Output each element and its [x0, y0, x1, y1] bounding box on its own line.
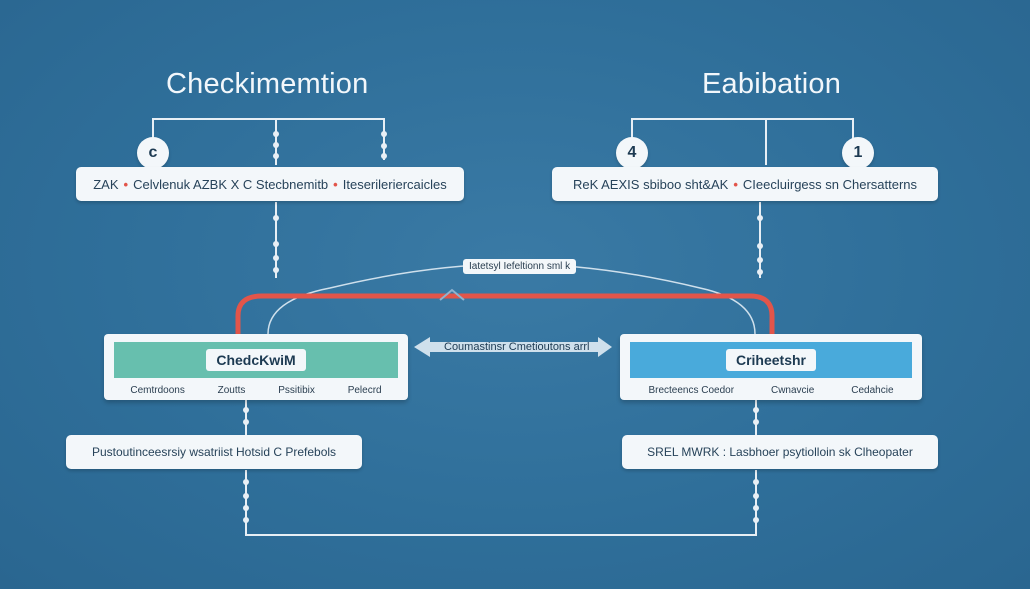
right-tab-3[interactable]: Cedahcie	[851, 384, 894, 396]
right-tab-2[interactable]: Cwnavcie	[770, 384, 815, 396]
bidirectional-label: Coumastinsr Cmetioutons arrl	[444, 341, 590, 353]
right-circle-node-2: 1	[842, 137, 874, 169]
right-title: Eabibation	[702, 68, 842, 100]
bullet-dot-red: •	[333, 176, 338, 192]
left-panel-header: ChedcKwiM	[114, 342, 398, 378]
left-panel: ChedcKwiM Cemtrdoons Zoutts Pssitibix Pe…	[104, 334, 408, 400]
right-panel-header: Criheetshr	[630, 342, 912, 378]
right-circle-node-1: 4	[616, 137, 648, 169]
left-title: Checkimemtion	[166, 68, 369, 100]
left-panel-title: ChedcKwiM	[206, 349, 306, 371]
right-tab-1[interactable]: Brecteencs Coedor	[648, 384, 735, 396]
bullet-dot: •	[123, 176, 129, 192]
right-panel-tabs: Brecteencs Coedor Cwnavcie Cedahcie	[630, 382, 912, 398]
left-top-part-1: ZAK	[93, 176, 119, 192]
right-bottom-pill: SREL MWRK : Lasbhoer psytiolloin sk Clhe…	[622, 435, 938, 469]
left-tab-3[interactable]: Pssitibix	[278, 384, 315, 396]
left-panel-tabs: Cemtrdoons Zoutts Pssitibix Pelecrd	[114, 382, 398, 398]
left-bottom-pill: Pustoutinceesrsiy wsatriist Hotsid C Pre…	[66, 435, 362, 469]
connector-label: Iatetsyl Iefeltionn sml k	[463, 259, 577, 274]
bullet-dot: •	[733, 176, 738, 192]
right-top-pill: ReK AEXIS sbiboo sht&AK • CIeecluirgess …	[552, 167, 938, 201]
right-top-part-1: ReK AEXIS	[572, 176, 640, 192]
left-circle-node: c	[137, 137, 169, 169]
left-tab-2[interactable]: Zoutts	[217, 384, 246, 396]
left-top-part-3: Iteserileriercaicles	[342, 176, 447, 192]
left-tab-1[interactable]: Cemtrdoons	[130, 384, 185, 396]
right-panel-title: Criheetshr	[725, 349, 817, 371]
left-top-pill: ZAK • Celvlenuk AZBK X C Stecbnemitb • I…	[76, 167, 464, 201]
left-tab-4[interactable]: Pelecrd	[347, 384, 382, 396]
right-panel: Criheetshr Brecteencs Coedor Cwnavcie Ce…	[620, 334, 922, 400]
right-top-part-2: sbiboo sht&AK	[643, 176, 729, 192]
left-top-part-2: Celvlenuk AZBK X C Stecbnemitb	[133, 176, 329, 192]
right-top-part-3: CIeecluirgess sn Chersatterns	[742, 176, 918, 192]
